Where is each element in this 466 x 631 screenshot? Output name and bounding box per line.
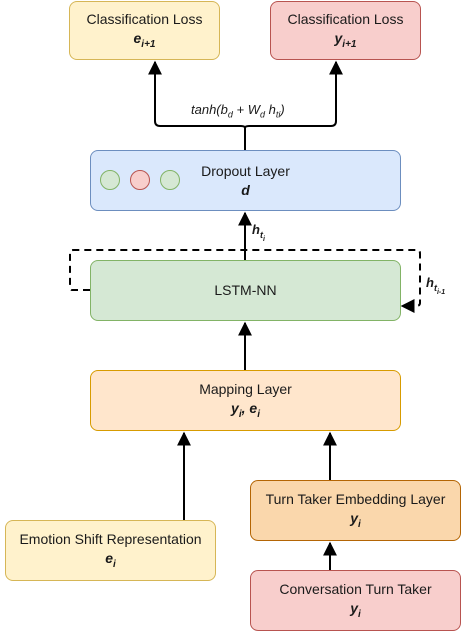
mapping-layer-label: Mapping Layer [199,380,292,397]
previous-hidden-state-label: hti-1 [426,275,446,296]
edge-recurrent-loop [69,249,421,313]
tanh-formula-label: tanh(bd + Wd hti) [191,102,285,120]
emotion-shift-symbol: ei [105,549,116,570]
turn-taker-embedding-label: Turn Taker Embedding Layer [265,490,446,507]
conversation-turn-taker-label: Conversation Turn Taker [279,580,432,597]
lstm-nn-node: LSTM-NN [90,260,401,321]
conversation-turn-taker-symbol: yi [350,599,361,620]
classification-loss-e-node: Classification Loss ei+1 [69,1,220,60]
mapping-layer-symbol: yi, ei [231,399,260,420]
lstm-nn-label: LSTM-NN [214,282,277,299]
classification-loss-y-node: Classification Loss yi+1 [270,1,421,60]
dropout-dot-3 [160,170,180,190]
dropout-dot-2 [130,170,150,190]
dropout-dot-1 [100,170,120,190]
turn-taker-embedding-node: Turn Taker Embedding Layer yi [250,480,461,541]
hidden-state-label: hti [252,222,265,243]
mapping-layer-node: Mapping Layer yi, ei [90,370,401,431]
classification-loss-e-label: Classification Loss [86,10,203,27]
turn-taker-embedding-symbol: yi [350,509,361,530]
dropout-layer-label: Dropout Layer [201,162,290,179]
edge-dropout-to-loss-y [244,60,343,150]
classification-loss-y-label: Classification Loss [287,10,404,27]
conversation-turn-taker-node: Conversation Turn Taker yi [250,570,461,631]
emotion-shift-label: Emotion Shift Representation [19,530,202,547]
emotion-shift-node: Emotion Shift Representation ei [5,520,216,581]
dropout-layer-symbol: d [241,181,250,198]
classification-loss-e-symbol: ei+1 [133,29,156,50]
dropout-layer-node: Dropout Layer d [90,150,401,211]
classification-loss-y-symbol: yi+1 [334,29,357,50]
